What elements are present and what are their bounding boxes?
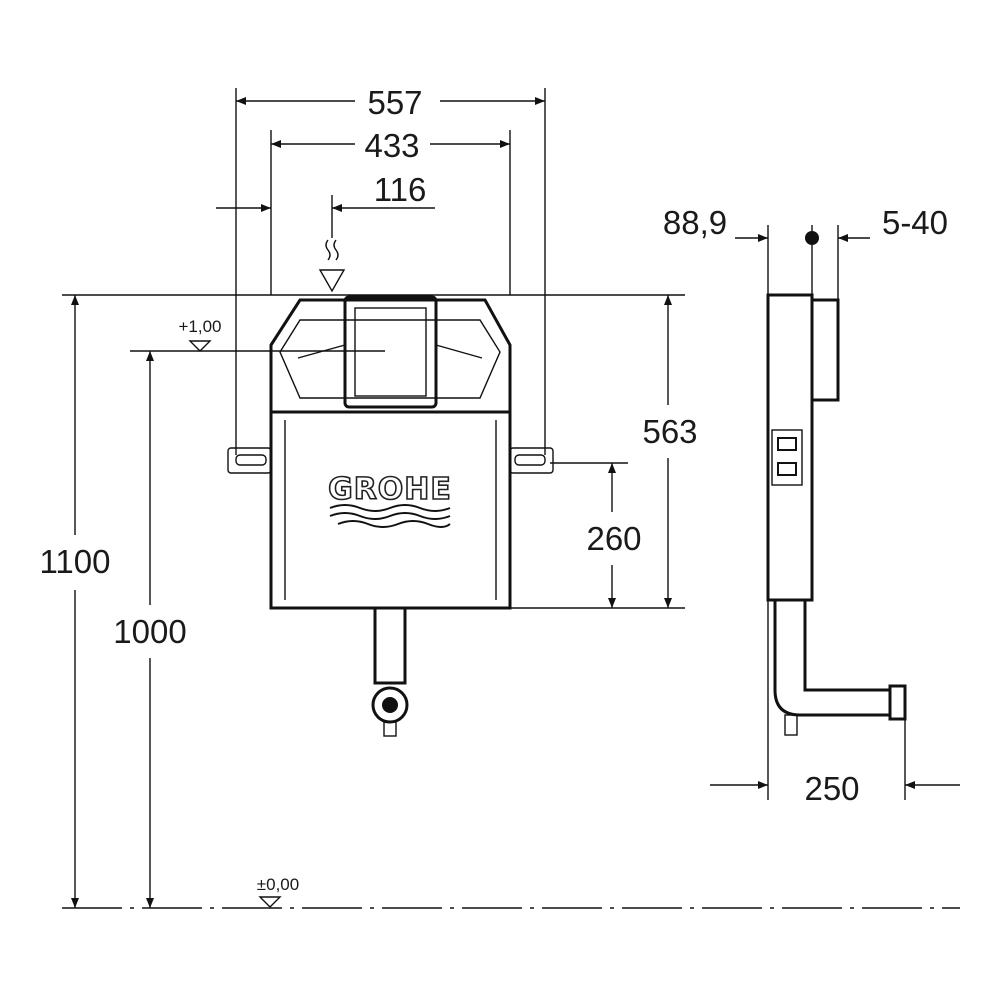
cistern-side-view	[766, 225, 907, 800]
dim-bracket-height: 260	[586, 520, 641, 557]
level-upper-label: +1,00	[178, 317, 221, 336]
grohe-logo: GROHE	[328, 472, 452, 507]
level-floor: ±0,00	[62, 875, 960, 909]
dim-flush-offset: 116	[374, 171, 427, 208]
dim-height-total: 1100	[40, 543, 111, 580]
dimension-88-9: 88,9	[663, 204, 768, 242]
dim-width-frame: 433	[364, 127, 419, 164]
dimension-563: 563	[642, 295, 698, 608]
dimension-116: 116	[216, 171, 435, 212]
dim-outlet-projection: 250	[804, 770, 859, 807]
extension-lines	[62, 88, 685, 609]
dimension-433: 433	[271, 127, 510, 164]
dimension-1000: 1000	[113, 351, 187, 908]
dimension-1100: 1100	[40, 295, 111, 908]
dimension-5-40: 5-40	[838, 204, 948, 242]
dim-wall-range: 5-40	[882, 204, 948, 241]
centerline-dot-icon	[805, 231, 819, 245]
dim-width-outer: 557	[367, 84, 422, 121]
level-floor-label: ±0,00	[257, 875, 299, 894]
dim-height-cistern: 563	[642, 413, 697, 450]
dimension-557: 557	[236, 84, 545, 121]
dim-pipe-diameter: 88,9	[663, 204, 727, 241]
dimension-250: 250	[710, 770, 960, 807]
dim-height-base: 1000	[113, 613, 186, 650]
level-upper: +1,00	[178, 317, 222, 352]
flush-symbol-icon	[318, 239, 346, 293]
dimension-260: 260	[586, 463, 642, 608]
cistern-front-view: GROHE	[227, 295, 554, 737]
